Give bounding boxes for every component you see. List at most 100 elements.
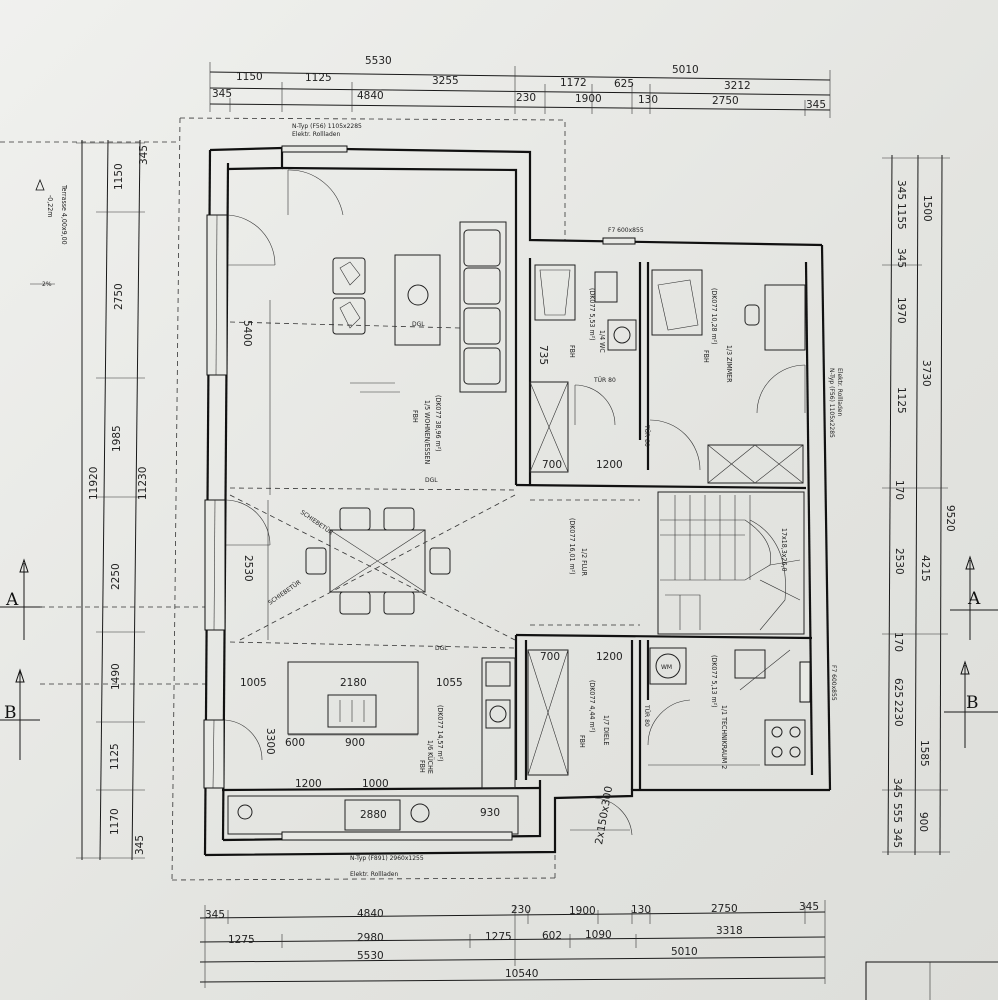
dim-right-1e: 1125 xyxy=(895,387,907,414)
bedroom-name: 1/3 ZIMMER xyxy=(725,345,733,383)
window-right-label-2: Elektr. Rollladen xyxy=(836,368,843,416)
dim-1005: 1005 xyxy=(240,677,267,689)
dim-bot-1b: 4840 xyxy=(357,908,384,920)
dim-right-3: 9520 xyxy=(944,505,956,532)
window-top-label-2: Elektr. Rollladen xyxy=(292,131,340,138)
dim-2880: 2880 xyxy=(360,809,387,821)
left-windows xyxy=(203,214,276,789)
dim-left-2e: 1490 xyxy=(110,663,122,690)
kitchen-fbh: FBH xyxy=(418,760,426,773)
dim-bot-1e: 130 xyxy=(631,904,651,916)
dim-left-2a: 1150 xyxy=(113,163,125,190)
living-room-name: 1/5 WOHNEN/ESSEN xyxy=(423,400,431,465)
dim-bot-1f: 2750 xyxy=(711,903,738,915)
dining-dgl: DGL xyxy=(435,645,448,652)
living-room-area: (DK077 38,96 m²) xyxy=(434,395,442,452)
dim-top-3c: 230 xyxy=(516,92,536,104)
terrace-slope: 2% xyxy=(42,281,52,288)
washer-label: WM xyxy=(661,664,672,671)
living-furniture: DGL 5400 1/5 WOHNEN/ESSEN (DK077 38,96 m… xyxy=(229,221,516,495)
entry-door: TÜR 80 xyxy=(643,704,650,727)
section-mark-a-left: A xyxy=(5,590,19,610)
dim-bot-1c: 230 xyxy=(511,904,531,916)
dim-600: 600 xyxy=(285,737,305,749)
bedroom-door: TÜR 80 xyxy=(643,424,650,447)
right-dimension-chains: 345 1155 345 1970 1125 170 2530 170 625 … xyxy=(882,154,956,856)
dim-right-1a: 345 xyxy=(895,180,907,200)
dim-top-2c: 3255 xyxy=(432,75,459,87)
dim-bot-2f: 3318 xyxy=(716,925,743,937)
window-right-label: N-Typ (F56) 1105x2285 xyxy=(828,368,835,438)
dim-900: 900 xyxy=(345,737,365,749)
dim-bot-1g: 345 xyxy=(799,901,819,913)
tech-name: 1/1 TECHNIKRAUM 2 xyxy=(720,705,728,769)
entry-name: 1/7 DIELE xyxy=(602,715,610,745)
dim-left-2f: 1125 xyxy=(109,743,121,770)
living-table-label: DGL xyxy=(412,321,425,328)
dim-1000: 1000 xyxy=(362,778,389,790)
dim-right-1c: 345 xyxy=(895,248,907,268)
entry-area: (DK077 4,44 m²) xyxy=(588,680,596,733)
window-top-label: N-Typ (F56) 1105x2285 xyxy=(292,123,362,130)
dim-bot-3b: 5010 xyxy=(671,946,698,958)
bath-area: (DK077 5,53 m²) xyxy=(588,288,596,341)
dim-top-3b: 4840 xyxy=(357,90,384,102)
left-dimension-chains: 11920 1150 2750 1985 2250 1490 1125 1170… xyxy=(76,139,150,861)
section-mark-b-right: B xyxy=(966,693,979,713)
dim-right-1b: 1155 xyxy=(895,203,907,230)
dim-1200c: 1200 xyxy=(295,778,322,790)
section-markers: A A B B xyxy=(0,555,998,760)
window-bottom-label-2: Elektr. Rollladen xyxy=(350,871,398,878)
dim-bot-1a: 345 xyxy=(205,909,225,921)
dim-bot-2d: 602 xyxy=(542,930,562,942)
bathroom: (DK077 5,53 m²) 1/4 WC FBH 735 TÜR 80 70… xyxy=(529,264,637,473)
hall-name: 1/2 FLUR xyxy=(580,548,588,577)
dim-top-1a: 5530 xyxy=(365,55,392,67)
dim-left-3b: 11230 xyxy=(137,467,149,500)
dim-1055: 1055 xyxy=(436,677,463,689)
bedroom-fbh: FBH xyxy=(702,350,710,363)
hall-area: (DK077 16,01 m²) xyxy=(568,518,576,575)
dim-top-2a: 1150 xyxy=(236,71,263,83)
dim-left-total: 11920 xyxy=(88,467,100,500)
dim-top-3f: 2750 xyxy=(712,95,739,107)
window-bottom-label: N-Typ (F891) 2960x1255 xyxy=(350,855,424,862)
kitchen-name: 1/6 KÜCHE xyxy=(426,740,435,774)
dim-right-2c: 4215 xyxy=(919,555,931,582)
dim-bot-2a: 1275 xyxy=(228,934,255,946)
dim-top-1b: 5010 xyxy=(672,64,699,76)
kitchen: 2180 1005 1055 600 900 1200 1000 3300 28… xyxy=(227,657,519,878)
dim-bot-3a: 5530 xyxy=(357,950,384,962)
dim-top-2b: 1125 xyxy=(305,72,332,84)
dim-bot-4: 10540 xyxy=(505,968,538,980)
dim-1200a: 1200 xyxy=(596,459,623,471)
dim-right-1i: 625 xyxy=(892,678,904,698)
dim-right-1g: 2530 xyxy=(893,548,905,575)
window-f7-right: F7 600x855 xyxy=(830,665,837,701)
entry-fbh: FBH xyxy=(578,735,586,748)
tech-area: (DK077 5,13 m²) xyxy=(710,655,718,708)
dim-left-3a: 345 xyxy=(138,145,150,165)
dim-bot-2c: 1275 xyxy=(485,931,512,943)
kitchen-area: (DK077 14,57 m²) xyxy=(436,705,444,762)
section-mark-b-left: B xyxy=(4,703,17,723)
dim-right-2a: 1500 xyxy=(921,195,933,222)
technical-room: WM (DK077 5,13 m²) 1/1 TECHNIKRAUM 2 F7 … xyxy=(647,647,837,769)
dim-left-2c: 1985 xyxy=(111,425,123,452)
dim-left-2g: 1170 xyxy=(109,808,121,835)
window-f7-top: F7 600x855 xyxy=(608,227,644,234)
dim-930: 930 xyxy=(480,807,500,819)
dim-top-3d: 1900 xyxy=(575,93,602,105)
dim-right-2d: 1585 xyxy=(918,740,930,767)
dim-5400: 5400 xyxy=(241,320,253,347)
dim-right-1m: 345 xyxy=(891,828,903,848)
living-dgl: DGL xyxy=(425,477,438,484)
dim-bot-2b: 2980 xyxy=(357,932,384,944)
dim-top-2f: 3212 xyxy=(724,80,751,92)
terrace-door-top: N-Typ (F56) 1105x2285 Elektr. Rollladen xyxy=(281,123,362,216)
dim-top-3e: 130 xyxy=(638,94,658,106)
bath-name: 1/4 WC xyxy=(598,330,606,353)
dim-top-2d: 1172 xyxy=(560,77,587,89)
dim-top-3g: 345 xyxy=(806,99,826,111)
